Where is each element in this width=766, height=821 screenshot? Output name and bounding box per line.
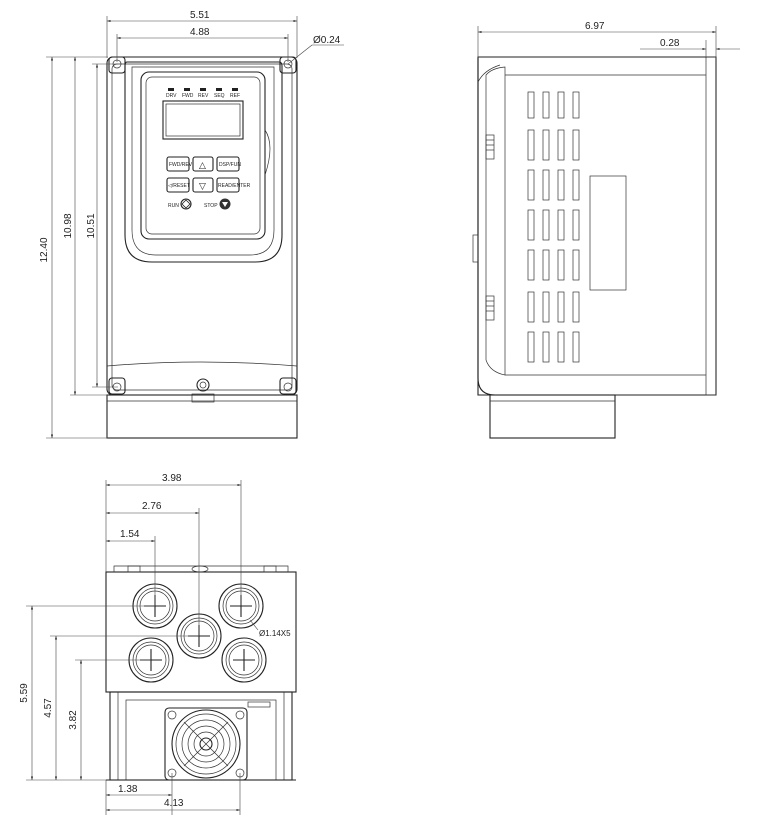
- front-view: DRV FWD REV SEQ REF FWD/REV △ DSP/FUN ◁/…: [106, 56, 298, 439]
- led-label-drv: DRV: [166, 93, 177, 99]
- bottom-view: [105, 565, 297, 781]
- fwd-rev-key: [166, 156, 190, 172]
- dim-hole: Ø0.24: [313, 35, 341, 46]
- stop-label: STOP: [204, 203, 218, 209]
- dim-mount-width: 4.88: [190, 27, 210, 38]
- dim-width-3: 1.54: [120, 529, 140, 540]
- bottom-view-dimensions: 3.98 2.76 1.54 Ø1.14X5 5.59 4.57 3.82 1.…: [19, 473, 291, 815]
- run-key: [180, 198, 192, 210]
- knockout-5: [221, 637, 267, 683]
- reset-key: [166, 177, 190, 193]
- down-key: [192, 177, 214, 193]
- dim-body-height: 10.98: [63, 213, 74, 238]
- svg-text:△: △: [199, 161, 206, 171]
- dim-hole-spec: Ø1.14X5: [259, 629, 291, 638]
- dim-width-2: 2.76: [142, 501, 162, 512]
- vent-slots: [527, 91, 580, 363]
- run-label: RUN: [168, 203, 179, 209]
- dim-mount-height: 10.51: [86, 213, 97, 238]
- dim-height-1: 5.59: [19, 683, 30, 703]
- svg-text:READ/ENTER: READ/ENTER: [218, 183, 251, 189]
- read-enter-key: [216, 177, 240, 193]
- led-label-ref: REF: [230, 93, 240, 99]
- dim-height-2: 4.57: [43, 698, 54, 718]
- led-row: DRV FWD REV SEQ REF: [166, 88, 240, 99]
- svg-text:▽: ▽: [199, 182, 206, 192]
- front-view-dimensions: 5.51 4.88 Ø0.24 12.40 10.98 10.51: [39, 10, 344, 439]
- svg-text:DSP/FUN: DSP/FUN: [219, 162, 241, 168]
- led-label-fwd: FWD: [182, 93, 194, 99]
- dim-offset: 0.28: [660, 38, 680, 49]
- dsp-fun-key: [216, 156, 240, 172]
- led-label-seq: SEQ: [214, 93, 225, 99]
- dim-height-3: 3.82: [68, 710, 79, 730]
- dim-depth: 6.97: [585, 21, 605, 32]
- dim-bottom-1: 1.38: [118, 784, 138, 795]
- dim-width-1: 3.98: [162, 473, 182, 484]
- fan-icon: [164, 707, 248, 781]
- dim-overall-width: 5.51: [190, 10, 210, 21]
- side-view: [472, 56, 717, 439]
- led-label-rev: REV: [198, 93, 209, 99]
- up-key: [192, 156, 214, 172]
- dim-bottom-2: 4.13: [164, 798, 184, 809]
- dim-overall-height: 12.40: [39, 237, 50, 262]
- side-view-dimensions: 6.97 0.28: [477, 21, 740, 58]
- svg-text:FWD/REV: FWD/REV: [169, 162, 193, 168]
- svg-text:◁/RESET: ◁/RESET: [168, 183, 190, 189]
